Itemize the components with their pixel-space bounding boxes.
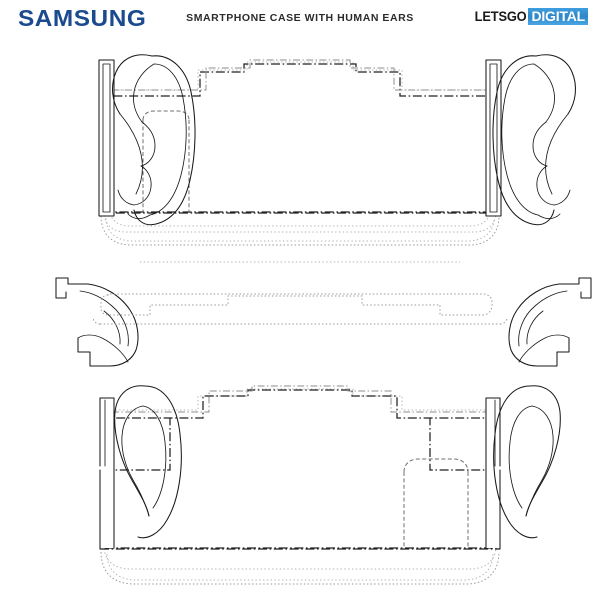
rear-left-ear-mount: [99, 397, 115, 550]
right-ear-mount: [485, 56, 502, 217]
case-body-outline: [102, 63, 498, 213]
top-view-left-ear: [55, 277, 139, 367]
top-view-bottom-left-corner: [92, 316, 101, 325]
case-back-shell-curve-inner: [105, 217, 495, 242]
case-back-shell-curve: [100, 215, 500, 246]
rear-right-shoulder: [429, 418, 496, 471]
letsgodigital-logo: LETSGO DIGITAL: [470, 8, 588, 25]
figure-front-view: [98, 54, 577, 246]
rear-case-inner-frame: [109, 385, 491, 542]
figure-top-view: [55, 261, 592, 367]
right-ear: [492, 54, 577, 226]
case-outer-silhouette: [103, 61, 497, 233]
samsung-logo: SAMSUNG: [18, 5, 147, 31]
figure-rear-view: [99, 385, 561, 585]
rear-left-shoulder: [104, 418, 171, 471]
rear-right-ear-mount: [485, 397, 501, 550]
rear-case-body-outline: [103, 389, 497, 549]
top-view-bottom-right-corner: [499, 316, 508, 325]
rear-left-ear: [114, 385, 182, 539]
rear-back-shell-curve-inner: [106, 553, 494, 581]
rear-right-ear: [493, 385, 561, 539]
rear-camera-cutout: [403, 458, 469, 548]
page-title: SMARTPHONE CASE WITH HUMAN EARS: [186, 12, 414, 24]
camera-cutout: [142, 110, 190, 212]
top-view-right-ear: [508, 277, 592, 367]
left-ear: [111, 54, 196, 226]
page-header: SAMSUNG SMARTPHONE CASE WITH HUMAN EARS …: [0, 0, 600, 40]
rear-back-shell-curve: [100, 551, 500, 585]
case-outer-silhouette-inner: [109, 96, 491, 227]
letsgodigital-logo-letsgo: LETSGO: [474, 8, 527, 24]
case-inner-frame: [108, 59, 492, 206]
rear-case-outer-silhouette: [103, 388, 497, 570]
letsgodigital-logo-digital: DIGITAL: [528, 8, 588, 25]
left-ear-mount: [98, 56, 115, 217]
top-view-rail-profile: [100, 293, 493, 316]
